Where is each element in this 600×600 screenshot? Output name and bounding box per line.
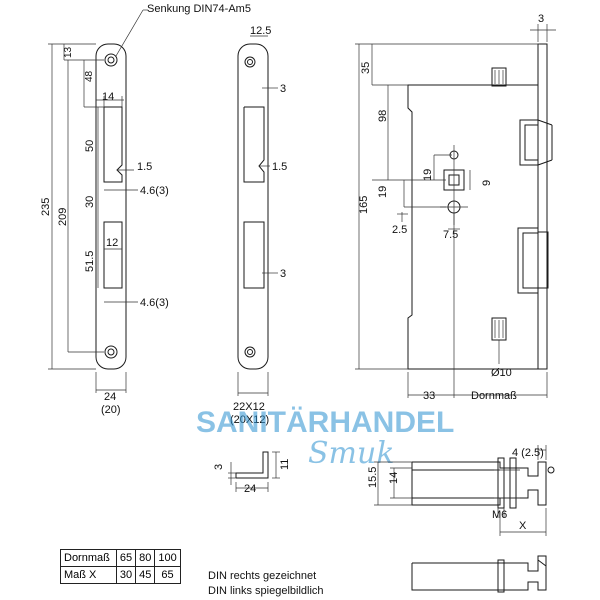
dim-2-5: 2.5 bbox=[392, 224, 407, 236]
table-cell: 80 bbox=[135, 549, 156, 567]
dim-50: 50 bbox=[84, 140, 96, 152]
dim-3-top: 3 bbox=[538, 13, 544, 25]
note-din-rechts: DIN rechts gezeichnet bbox=[208, 570, 317, 582]
table-cell: 100 bbox=[154, 549, 181, 567]
dim-4-6-a: 4.6(3) bbox=[140, 185, 169, 197]
dim-35: 35 bbox=[360, 62, 372, 74]
table-cell: 65 bbox=[115, 549, 137, 567]
table-cell: 65 bbox=[154, 566, 181, 584]
dim-9: 9 bbox=[481, 180, 493, 186]
table-cell: Maß X bbox=[60, 566, 117, 584]
dim-f3: 3 bbox=[213, 464, 225, 470]
table-cell: 45 bbox=[135, 566, 156, 584]
dim-4-6-b: 4.6(3) bbox=[140, 297, 169, 309]
dim-1-5-a: 1.5 bbox=[137, 161, 152, 173]
dim-48: 48 bbox=[84, 70, 95, 82]
dim-235: 235 bbox=[40, 198, 52, 216]
dim-30: 30 bbox=[84, 196, 96, 208]
dim-51-5: 51.5 bbox=[84, 251, 96, 272]
table-cell: Dornmaß bbox=[60, 549, 117, 567]
dim-sx: X bbox=[519, 520, 527, 532]
dim-33: 33 bbox=[423, 390, 435, 402]
dim-sm6: M6 bbox=[492, 509, 507, 521]
lock-body-view: 3 35 98 165 19 19 9 2.5 7.5 Ø10 bbox=[355, 13, 556, 402]
watermark: SANITÄRHANDEL Smuk bbox=[196, 406, 454, 471]
dim-s15-5: 15.5 bbox=[367, 467, 379, 488]
dornmass-table: Dornmaß 65 80 100 Maß X 30 45 65 bbox=[60, 549, 181, 584]
label-senkung: Senkung DIN74-Am5 bbox=[147, 3, 251, 15]
strike-plate-view: 12.5 3 1.5 3 22X12 (20X12) bbox=[230, 25, 287, 426]
dim-12-5: 12.5 bbox=[250, 25, 271, 37]
watermark-line2: Smuk bbox=[308, 436, 395, 471]
table-row: Maß X 30 45 65 bbox=[60, 566, 181, 584]
dim-dornmass: Dornmaß bbox=[471, 390, 517, 402]
dim-s14: 14 bbox=[388, 472, 400, 484]
dim-22x12: 22X12 bbox=[233, 401, 265, 413]
fitting-view: 3 11 24 bbox=[213, 451, 291, 495]
dim-19-a: 19 bbox=[422, 169, 434, 181]
dim-20x12: (20X12) bbox=[230, 414, 269, 426]
dim-f11: 11 bbox=[279, 459, 291, 470]
dim-f24: 24 bbox=[244, 483, 256, 495]
note-din-links: DIN links spiegelbildlich bbox=[208, 585, 324, 597]
dim-14: 14 bbox=[102, 91, 114, 103]
side-section-view: 4 (2.5) 15.5 14 M6 X bbox=[367, 445, 555, 536]
dim-19-b: 19 bbox=[377, 186, 389, 198]
dim-12: 12 bbox=[106, 237, 118, 249]
dim-3-b: 3 bbox=[280, 268, 286, 280]
dim-1-5-b: 1.5 bbox=[272, 161, 287, 173]
dim-7-5: 7.5 bbox=[443, 229, 458, 241]
dim-165: 165 bbox=[358, 196, 370, 214]
dim-d10: Ø10 bbox=[491, 367, 512, 379]
watermark-line1: SANITÄRHANDEL bbox=[196, 406, 454, 439]
dim-209: 209 bbox=[57, 208, 69, 226]
dim-98: 98 bbox=[377, 110, 389, 122]
bottom-side-view bbox=[411, 555, 547, 593]
faceplate-front-view: Senkung DIN74-Am5 235 13 209 48 50 30 51… bbox=[40, 3, 251, 416]
dim-24: 24 bbox=[104, 391, 116, 403]
dim-13: 13 bbox=[63, 46, 74, 58]
table-cell: 30 bbox=[115, 566, 137, 584]
dim-20: (20) bbox=[101, 404, 121, 416]
dim-3-a: 3 bbox=[280, 83, 286, 95]
dim-s4: 4 (2.5) bbox=[512, 447, 544, 459]
table-row: Dornmaß 65 80 100 bbox=[60, 549, 181, 567]
